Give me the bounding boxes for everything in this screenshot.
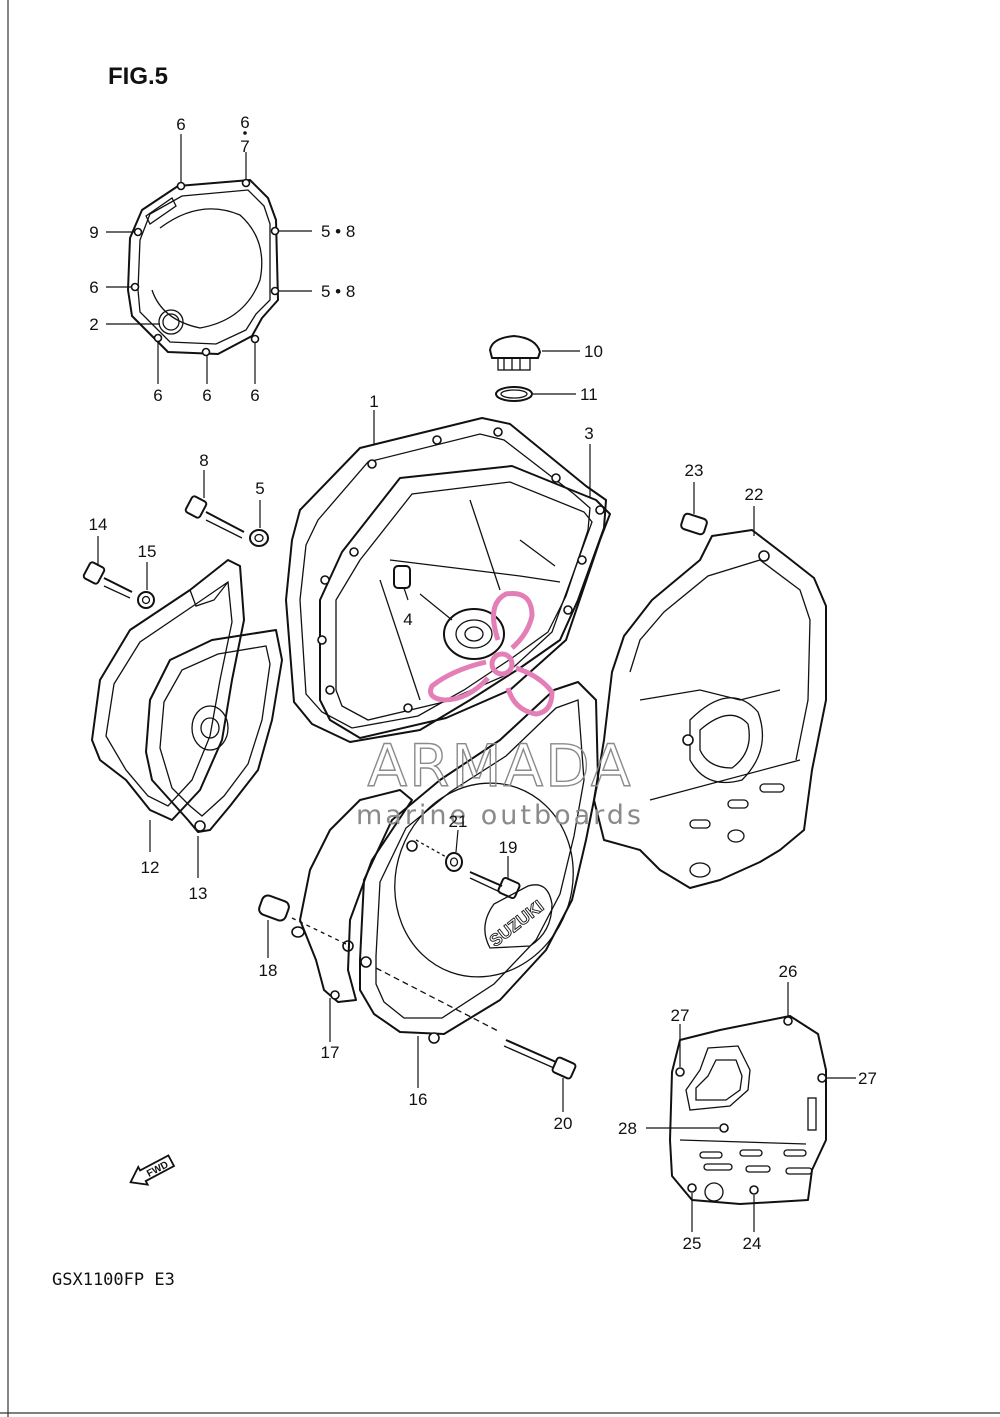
- callout-6-top-right: 6: [240, 113, 249, 132]
- model-code: GSX1100FP E3: [52, 1270, 175, 1290]
- callout-11: 11: [580, 385, 598, 404]
- callout-17: 17: [321, 1043, 340, 1062]
- callout-15: 15: [138, 542, 157, 561]
- cover-logo: SUZUKI: [486, 897, 548, 951]
- callout-6-bottom-right: 6: [250, 386, 259, 405]
- callout-7: 7: [240, 137, 249, 156]
- callout-28: 28: [618, 1119, 637, 1138]
- gasket-17: [299, 789, 413, 1042]
- callout-16: 16: [409, 1090, 428, 1109]
- washer-21: [415, 829, 463, 872]
- oil-filler-cap: [489, 335, 580, 371]
- callout-1: 1: [369, 392, 378, 411]
- callout-23: 23: [685, 461, 704, 480]
- callout-6-bottom-mid: 6: [202, 386, 211, 405]
- watermark: ARMADA marine outboards: [356, 590, 644, 831]
- callout-13: 13: [189, 884, 208, 903]
- o-ring: [495, 386, 576, 402]
- callout-27-right: 27: [858, 1069, 877, 1088]
- watermark-tagline: marine outboards: [356, 800, 644, 831]
- callout-20: 20: [554, 1114, 573, 1133]
- bolt-20: [375, 967, 577, 1112]
- gasket-13: [145, 629, 283, 878]
- inset-cover-diagram: [106, 131, 312, 384]
- callout-27-left: 27: [671, 1006, 690, 1025]
- crankcase: [593, 482, 827, 889]
- callout-6-bottom-left: 6: [153, 386, 162, 405]
- callout-12: 12: [141, 858, 160, 877]
- callout-5-8-lower: 5 • 8: [321, 282, 355, 301]
- crankcase-cover: [285, 410, 611, 743]
- callout-6-left: 6: [89, 278, 98, 297]
- callout-4: 4: [403, 610, 412, 629]
- callout-10: 10: [584, 342, 603, 361]
- callout-21: 21: [449, 812, 468, 831]
- callout-6-top-left: 6: [176, 115, 185, 134]
- callout-18: 18: [259, 961, 278, 980]
- washer-15: [137, 562, 155, 609]
- callout-14: 14: [89, 515, 108, 534]
- callout-24: 24: [743, 1234, 762, 1253]
- callout-2: 2: [89, 315, 98, 334]
- dowel-18: [258, 894, 347, 958]
- washer-5: [249, 500, 269, 547]
- fwd-arrow-icon: FWD: [129, 1154, 176, 1186]
- figure-title: FIG.5: [108, 63, 168, 90]
- bolt-19: [469, 856, 521, 900]
- watermark-brand: ARMADA: [367, 732, 632, 800]
- propeller-logo-icon: [428, 590, 555, 717]
- callout-25: 25: [683, 1234, 702, 1253]
- cover-plate: [646, 982, 856, 1232]
- callout-5: 5: [255, 479, 264, 498]
- callout-8: 8: [199, 451, 208, 470]
- left-cover-12: [91, 559, 245, 852]
- bolt-14: [82, 536, 133, 599]
- callout-9: 9: [89, 223, 98, 242]
- clutch-cover-16: [342, 681, 599, 1088]
- callout-labels: 6 6 7 9 6 2 5 • 8 5 • 8 6 6 6 10 11 1 3 …: [89, 113, 877, 1253]
- fwd-label: FWD: [145, 1159, 170, 1179]
- callout-22: 22: [745, 485, 764, 504]
- bolt-8: [184, 470, 245, 539]
- callout-26: 26: [779, 962, 798, 981]
- callout-3: 3: [584, 424, 593, 443]
- callout-19: 19: [499, 838, 518, 857]
- callout-5-8-upper: 5 • 8: [321, 222, 355, 241]
